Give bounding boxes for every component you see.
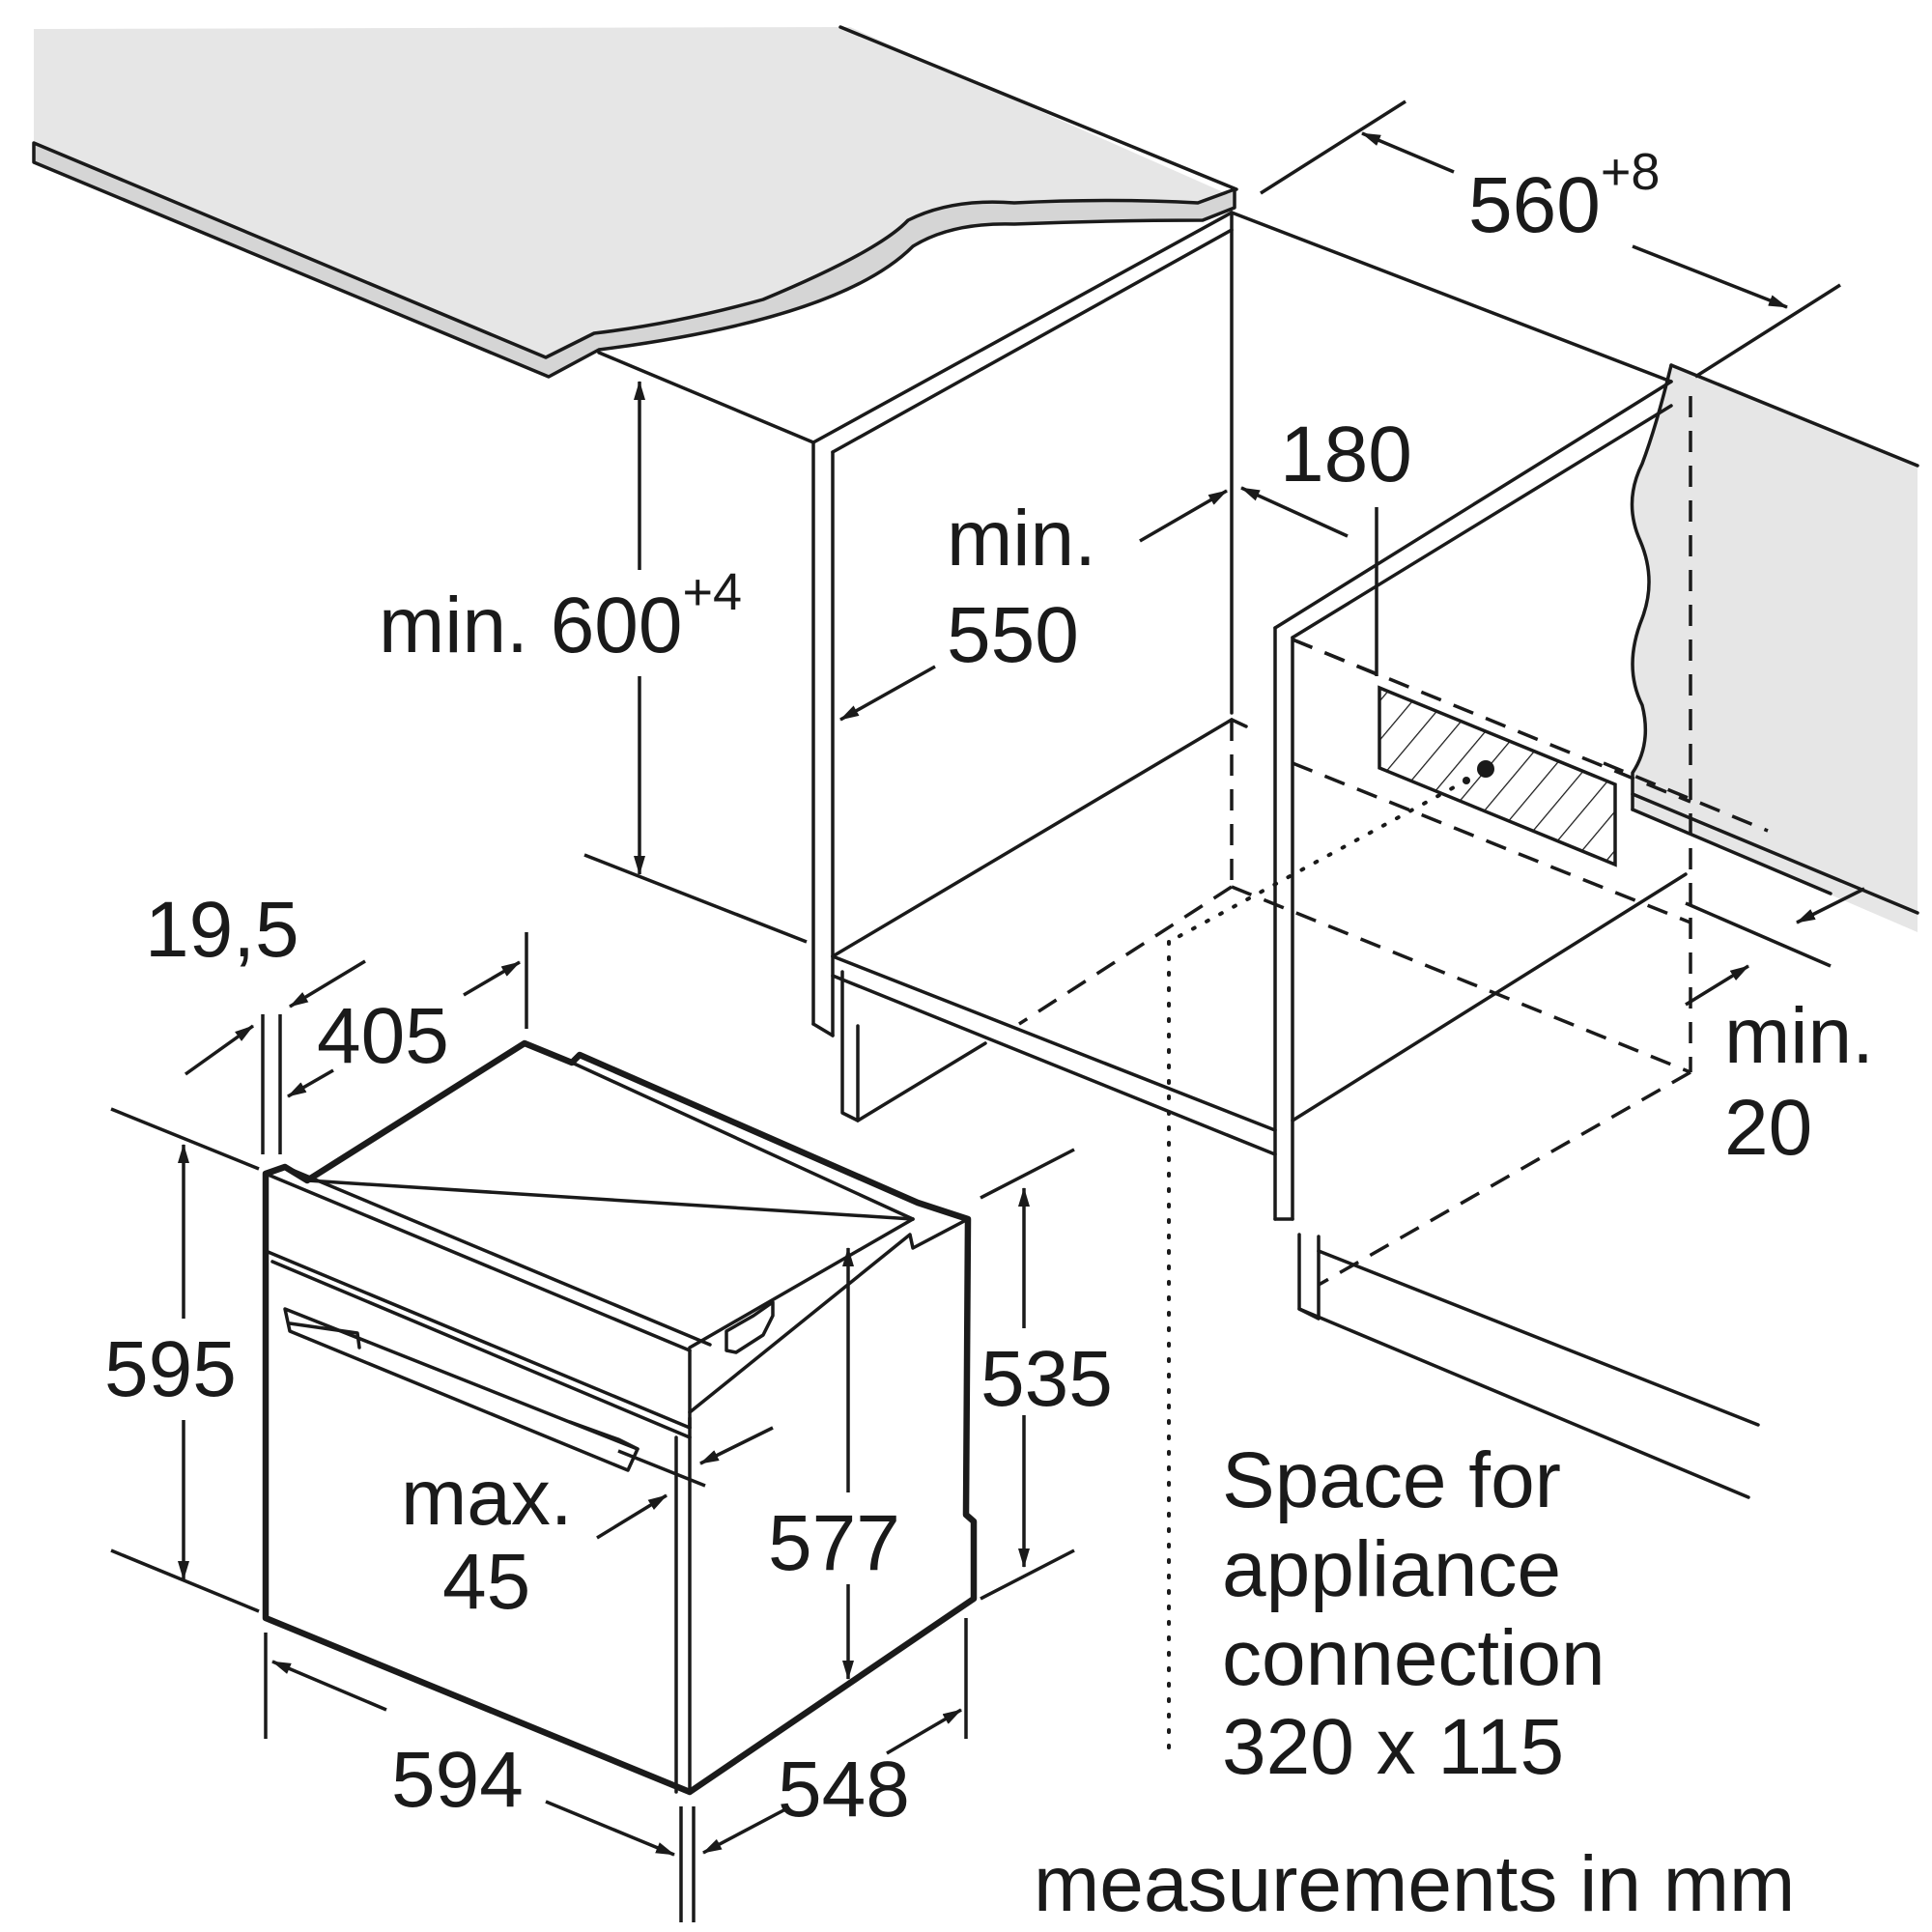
- label-appliance-height: 595: [104, 1325, 237, 1413]
- label-rear-gap: 20: [1724, 1084, 1812, 1172]
- label-top-offset: 405: [317, 992, 449, 1080]
- side-wall: [1630, 363, 1919, 932]
- label-appliance-width: 594: [391, 1736, 524, 1824]
- connection-note-line4: 320 x 115: [1222, 1703, 1564, 1791]
- cabinet-left: [597, 211, 1277, 1156]
- label-rear-opening: 180: [1280, 411, 1412, 498]
- connection-note: Space for appliance connection 320 x 115: [1222, 1436, 1605, 1791]
- label-niche-depth: 550: [947, 591, 1079, 679]
- label-front-panel-thickness: 19,5: [145, 886, 299, 974]
- worktop: [32, 25, 1238, 379]
- label-inner-height: 577: [768, 1499, 900, 1587]
- label-rear-gap-prefix: min.: [1724, 992, 1874, 1080]
- label-appliance-depth: 548: [778, 1746, 910, 1833]
- connection-space: [1167, 685, 1617, 1755]
- niche-hidden-lines: [1018, 396, 1769, 1287]
- label-niche-height: min. 600+4: [379, 563, 742, 669]
- dimension-labels: 560+8 min. 600+4 min. 550 180 min. 20 19…: [104, 143, 1874, 1833]
- dimension-lines: [110, 99, 1865, 1922]
- connection-note-line1: Space for: [1222, 1436, 1561, 1524]
- connection-note-line3: connection: [1222, 1614, 1605, 1702]
- cabinet-right: [1230, 211, 1760, 1499]
- label-door-projection: 45: [442, 1538, 530, 1626]
- label-housing-height: 535: [980, 1335, 1113, 1423]
- label-niche-depth-prefix: min.: [947, 495, 1096, 582]
- label-door-projection-prefix: max.: [401, 1454, 573, 1542]
- oven: [262, 1039, 978, 1796]
- connection-note-line2: appliance: [1222, 1525, 1561, 1613]
- units-note: measurements in mm: [1034, 1840, 1795, 1928]
- label-niche-width: 560+8: [1468, 143, 1660, 249]
